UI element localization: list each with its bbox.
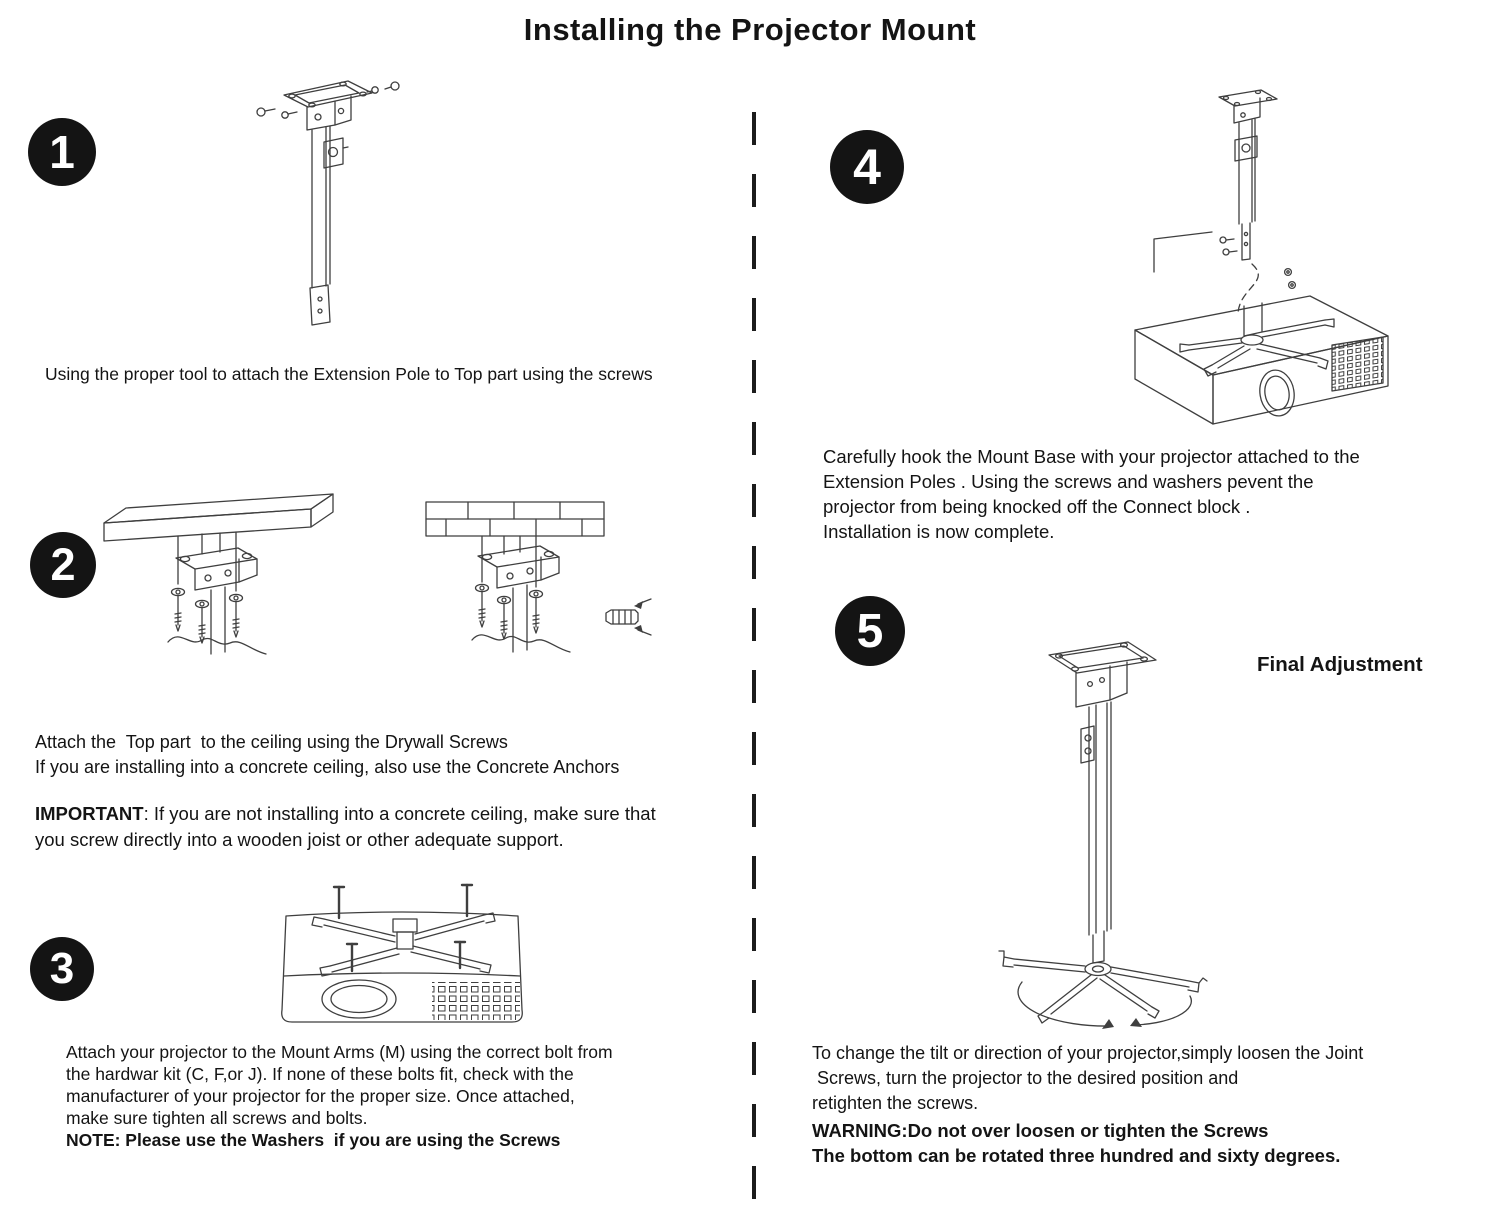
caption-line: the hardwar kit (C, F,or J). If none of … [66, 1064, 574, 1084]
caption-line: If you are installing into a concrete ce… [35, 757, 620, 777]
caption-line: IMPORTANT: If you are not installing int… [35, 801, 656, 827]
center-dashed-divider [752, 112, 756, 1205]
step-2-badge: 2 [30, 532, 96, 598]
warning-line: The bottom can be rotated three hundred … [812, 1145, 1341, 1166]
step-1-caption: Using the proper tool to attach the Exte… [45, 362, 653, 386]
caption-line: Carefully hook the Mount Base with your … [823, 446, 1360, 467]
step-4-badge: 4 [830, 130, 904, 204]
step-5-diagram-final-adjustment-icon [998, 641, 1208, 1029]
step-3-badge: 3 [30, 937, 94, 1001]
step-3-diagram-projector-mount-arms-icon [281, 883, 523, 1023]
caption-line: Attach your projector to the Mount Arms … [66, 1042, 613, 1062]
caption-line: Attach the Top part to the ceiling using… [35, 732, 508, 752]
step-3-caption: Attach your projector to the Mount Arms … [66, 1041, 613, 1151]
step-4-caption: Carefully hook the Mount Base with your … [823, 444, 1360, 544]
step-1-badge: 1 [28, 118, 96, 186]
step-5-badge: 5 [835, 596, 905, 666]
caption-line: To change the tilt or direction of your … [812, 1043, 1364, 1063]
step-5-warning: WARNING:Do not over loosen or tighten th… [812, 1118, 1340, 1168]
step-4-diagram-projector-hook-icon [1134, 89, 1389, 425]
step-2-important-note: IMPORTANT: If you are not installing int… [35, 801, 656, 853]
step-1-diagram-extension-pole-icon [256, 80, 400, 326]
caption-line: manufacturer of your projector for the p… [66, 1086, 575, 1106]
page-title: Installing the Projector Mount [523, 12, 977, 47]
caption-line: projector from being knocked off the Con… [823, 496, 1251, 517]
caption-line: Using the proper tool to attach the Exte… [45, 364, 653, 384]
step-2-diagram-concrete-ceiling-icon [425, 501, 652, 653]
step-3-note: NOTE: Please use the Washers if you are … [66, 1130, 561, 1150]
important-text: : If you are not installing into a concr… [143, 803, 656, 824]
warning-line: WARNING:Do not over loosen or tighten th… [812, 1120, 1269, 1141]
caption-line: Installation is now complete. [823, 521, 1055, 542]
step-5-heading: Final Adjustment [1257, 653, 1423, 676]
important-label: IMPORTANT [35, 803, 144, 824]
caption-line: Extension Poles . Using the screws and w… [823, 471, 1314, 492]
step-2-caption: Attach the Top part to the ceiling using… [35, 730, 619, 780]
step-2-diagram-wood-ceiling-icon [103, 493, 334, 655]
caption-line: you screw directly into a wooden joist o… [35, 829, 564, 850]
step-5-caption: To change the tilt or direction of your … [812, 1041, 1363, 1116]
caption-line: Screws, turn the projector to the desire… [812, 1068, 1239, 1088]
caption-line: make sure tighten all screws and bolts. [66, 1108, 368, 1128]
caption-line: retighten the screws. [812, 1093, 979, 1113]
